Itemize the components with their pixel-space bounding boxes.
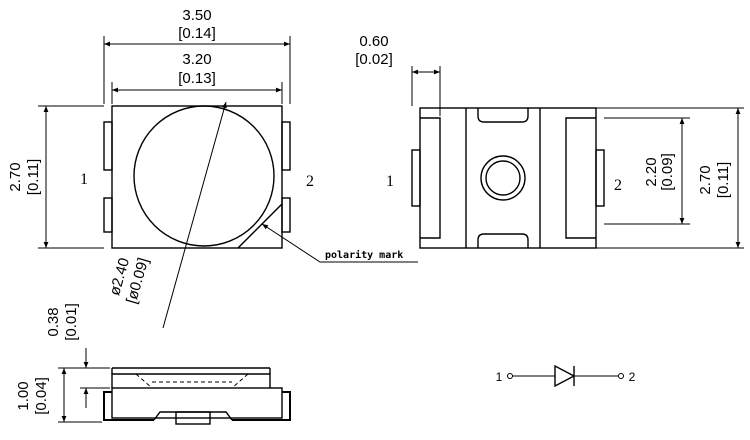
- dim-width-outer-in: [0.14]: [178, 25, 216, 42]
- top-view-terminal-right-upper: [281, 121, 291, 171]
- polarity-leader: [261, 223, 418, 263]
- top-view: 3.50 [0.14] 3.20 [0.13] 2.70 [0.11] 1 2 …: [7, 7, 418, 329]
- diode-cathode-terminal: [618, 373, 624, 379]
- dim-total-height: 1.00: [15, 381, 32, 410]
- dim-height-top: 2.70: [7, 162, 24, 191]
- side-view-notch: [153, 411, 233, 421]
- dim-height-top-in: [0.11]: [25, 159, 42, 195]
- side-view: 0.38 [0.01] 1.00 [0.04]: [15, 303, 291, 425]
- bottom-view-notch-bottom: [477, 233, 529, 248]
- bottom-view-center-ring-outer: [480, 155, 526, 201]
- bottom-view-body: [419, 107, 597, 249]
- bottom-view-pad-left-inner: [411, 149, 421, 207]
- dim-width-inner: 3.20: [182, 51, 211, 68]
- dim-lens-height-in: [0.01]: [63, 303, 80, 341]
- side-view-terminal-left: [103, 391, 154, 421]
- diode-symbol: 1 2: [496, 364, 636, 388]
- diode-anode-label: 1: [496, 370, 503, 384]
- dim-height-bottom-in: [0.11]: [715, 162, 732, 198]
- lens-diameter-line: [162, 101, 227, 329]
- dim-width-inner-in: [0.13]: [178, 70, 216, 87]
- top-view-lens: [133, 105, 275, 247]
- bottom-view-pad-left: [420, 117, 441, 239]
- side-view-lens: [111, 373, 271, 388]
- pin-label-right-top: 2: [306, 173, 314, 190]
- top-view-terminal-left-upper: [103, 121, 113, 171]
- pin-label-left-top: 1: [80, 171, 88, 188]
- top-view-terminal-right-lower: [281, 197, 291, 233]
- polarity-chamfer: [237, 203, 283, 249]
- bottom-view-notch-top: [477, 108, 529, 123]
- diode-cathode-label: 2: [629, 370, 636, 384]
- dim-pad-height: 2.20: [643, 157, 660, 186]
- dim-pad-width: 0.60: [359, 33, 388, 50]
- top-view-terminal-left-lower: [103, 197, 113, 233]
- side-view-terminal-right: [232, 391, 291, 421]
- top-view-body: [111, 105, 283, 249]
- polarity-mark-label: polarity mark: [325, 249, 403, 261]
- side-view-body: [111, 387, 283, 419]
- bottom-view-pad-right: [565, 117, 596, 239]
- bottom-view-pad-right-inner: [595, 149, 605, 207]
- dim-pad-width-in: [0.02]: [355, 51, 393, 68]
- dim-total-height-in: [0.04]: [33, 377, 50, 415]
- pin-label-left-bottom: 1: [386, 173, 394, 190]
- dim-pad-height-in: [0.09]: [659, 153, 676, 191]
- dim-width-outer: 3.50: [182, 7, 211, 24]
- dim-height-bottom: 2.70: [697, 165, 714, 194]
- pin-label-right-bottom: 2: [614, 177, 622, 194]
- diode-anode-terminal: [507, 373, 513, 379]
- bottom-view: 0.60 [0.02] 2.20 [0.09] 2.70 [0.11] 1 2: [355, 33, 744, 249]
- diode-triangle: [554, 364, 576, 388]
- dim-lens-height: 0.38: [45, 307, 62, 336]
- bottom-view-center-ring-inner: [485, 160, 521, 196]
